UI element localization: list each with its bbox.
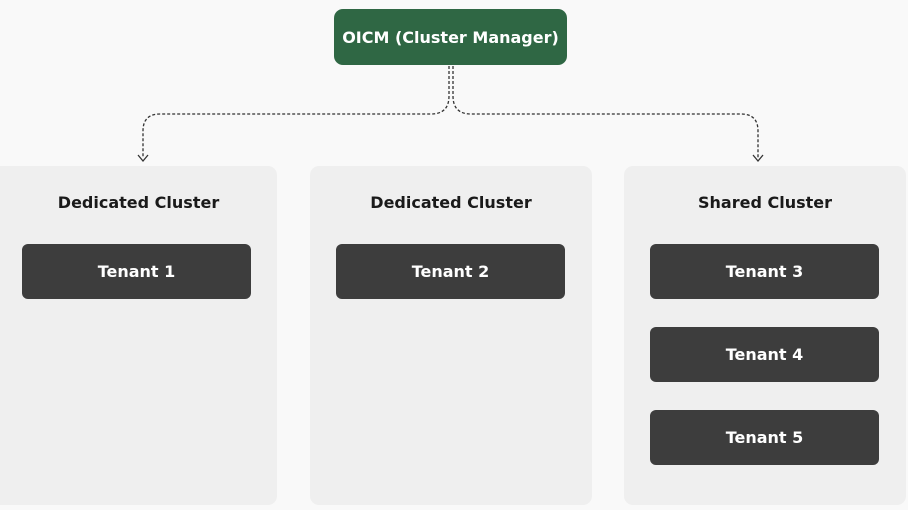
cluster-title: Dedicated Cluster (57, 193, 220, 212)
cluster-title: Dedicated Cluster (370, 193, 532, 212)
tenant-box: Tenant 5 (650, 410, 879, 465)
connector-branch-left (142, 95, 450, 158)
tenant-label: Tenant 5 (725, 428, 804, 447)
arrowhead-right (752, 154, 764, 163)
cluster-manager-node: OICM (Cluster Manager) (334, 9, 567, 65)
tenant-box: Tenant 1 (22, 244, 251, 299)
tenant-label: Tenant 3 (725, 262, 804, 281)
cluster-manager-label: OICM (Cluster Manager) (342, 27, 559, 47)
cluster-title: Shared Cluster (697, 193, 832, 212)
tenant-box: Tenant 3 (650, 244, 879, 299)
tenant-label: Tenant 4 (725, 345, 804, 364)
tenant-label: Tenant 2 (411, 262, 490, 281)
connector-branch-right (452, 95, 759, 158)
tenant-label: Tenant 1 (97, 262, 176, 281)
cluster-panel-2: Dedicated Cluster Tenant 2 (310, 166, 592, 505)
cluster-panel-1: Dedicated Cluster Tenant 1 (0, 166, 277, 505)
tenant-box: Tenant 4 (650, 327, 879, 382)
arrowhead-left (137, 154, 149, 163)
cluster-panel-3: Shared Cluster Tenant 3 Tenant 4 Tenant … (624, 166, 906, 505)
tenant-box: Tenant 2 (336, 244, 565, 299)
